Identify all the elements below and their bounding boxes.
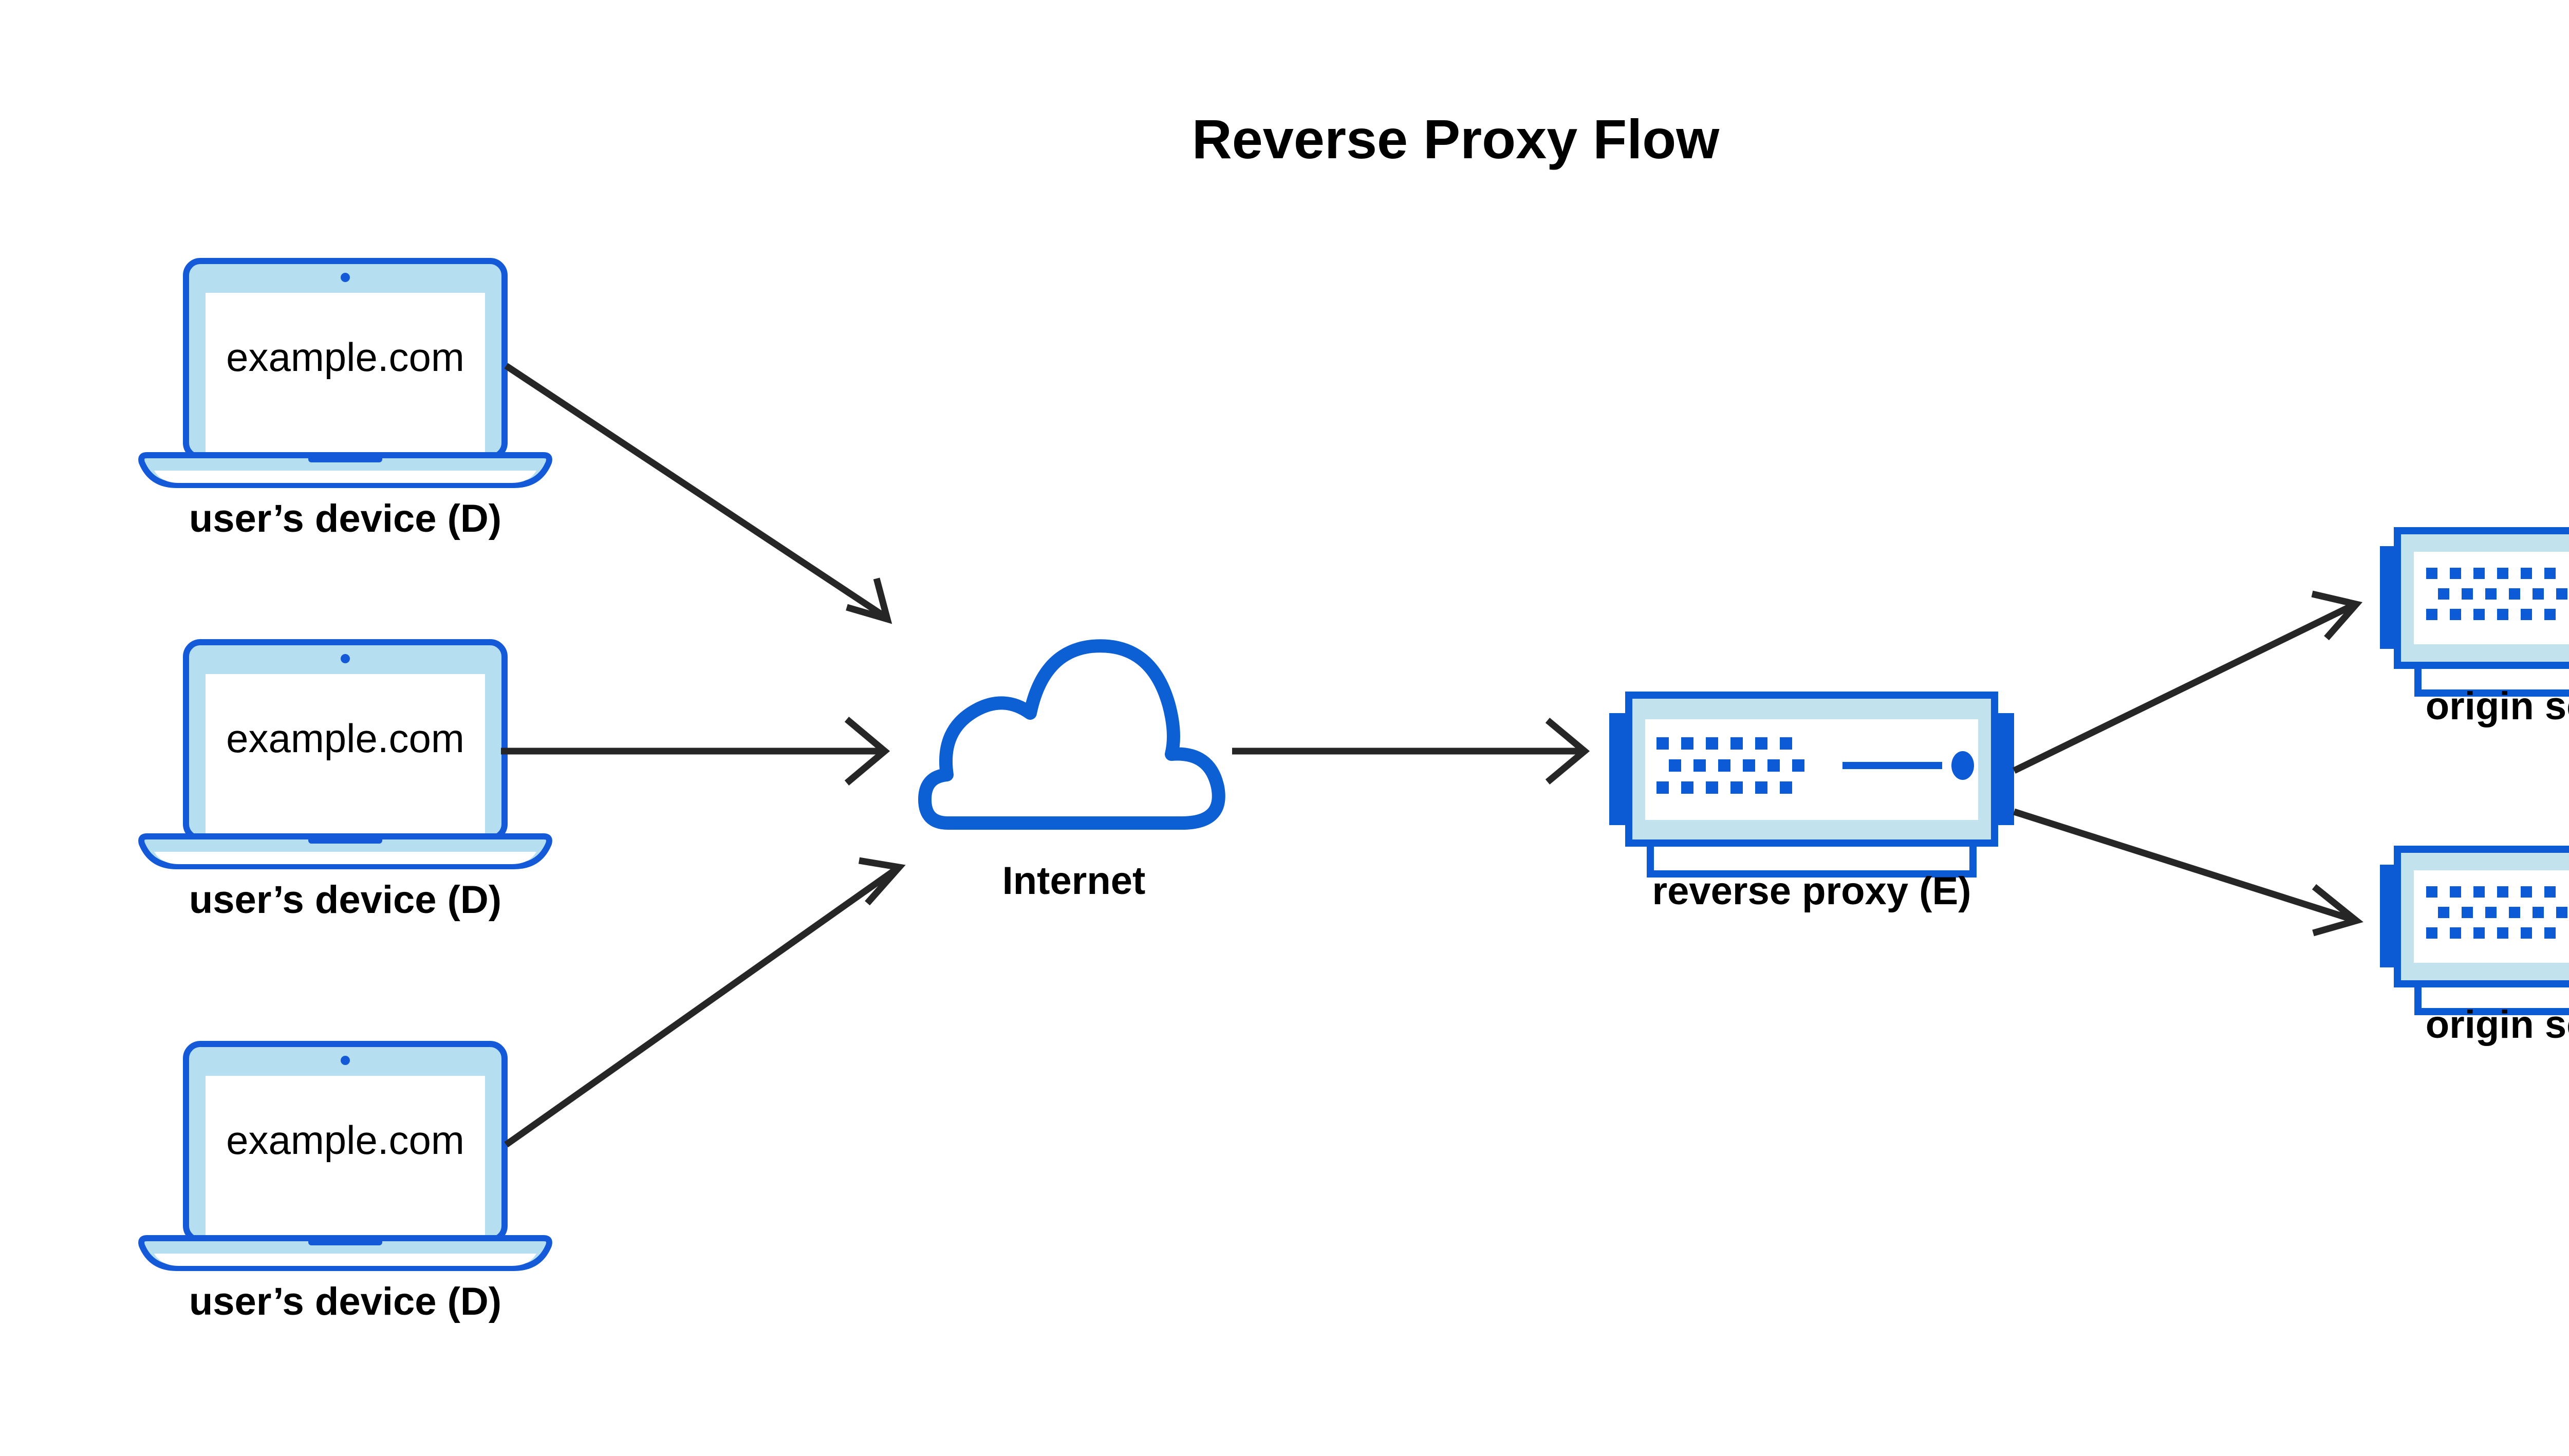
server-dot-grid bbox=[1656, 737, 1804, 794]
server-dot-grid bbox=[2426, 568, 2567, 620]
node-internet[interactable]: Internet bbox=[918, 639, 1225, 903]
node-client-top[interactable]: example.com user’s device (D) bbox=[138, 258, 552, 540]
edge-internet-to-proxy bbox=[1232, 718, 1590, 785]
laptop-screen-text: example.com bbox=[226, 716, 464, 761]
edge-client-middle-to-internet bbox=[501, 717, 890, 786]
server-icon bbox=[2380, 846, 2569, 1015]
node-label-client-middle: user’s device (D) bbox=[189, 878, 501, 922]
laptop-screen-text: example.com bbox=[226, 1117, 464, 1163]
node-client-bottom[interactable]: example.com user’s device (D) bbox=[138, 1041, 552, 1323]
server-dot-grid bbox=[2426, 886, 2567, 939]
laptop-icon bbox=[138, 639, 552, 869]
edge-client-bottom-to-internet bbox=[504, 857, 906, 1148]
node-label-client-top: user’s device (D) bbox=[189, 497, 501, 540]
cloud-icon bbox=[918, 639, 1225, 830]
laptop-screen-text: example.com bbox=[226, 334, 464, 380]
server-icon bbox=[1609, 692, 2014, 878]
node-label-internet: Internet bbox=[1002, 859, 1146, 903]
node-reverse-proxy[interactable]: reverse proxy (E) bbox=[1609, 692, 2014, 913]
server-icon bbox=[2380, 527, 2569, 697]
node-label-origin-top: origin server (F) bbox=[2426, 684, 2569, 728]
node-label-origin-bottom: origin server (F) bbox=[2426, 1003, 2569, 1047]
edge-proxy-to-origin-bottom bbox=[2013, 808, 2363, 937]
node-origin-top[interactable]: origin server (F) bbox=[2380, 527, 2569, 728]
edge-client-top-to-internet bbox=[504, 363, 892, 624]
node-client-middle[interactable]: example.com user’s device (D) bbox=[138, 639, 552, 922]
node-label-client-bottom: user’s device (D) bbox=[189, 1280, 501, 1323]
laptop-icon bbox=[138, 258, 552, 488]
node-origin-bottom[interactable]: origin server (F) bbox=[2380, 846, 2569, 1047]
laptop-icon bbox=[138, 1041, 552, 1271]
page-title: Reverse Proxy Flow bbox=[1192, 108, 1720, 170]
node-label-reverse-proxy: reverse proxy (E) bbox=[1652, 869, 1971, 913]
edge-proxy-to-origin-top bbox=[2013, 590, 2363, 774]
